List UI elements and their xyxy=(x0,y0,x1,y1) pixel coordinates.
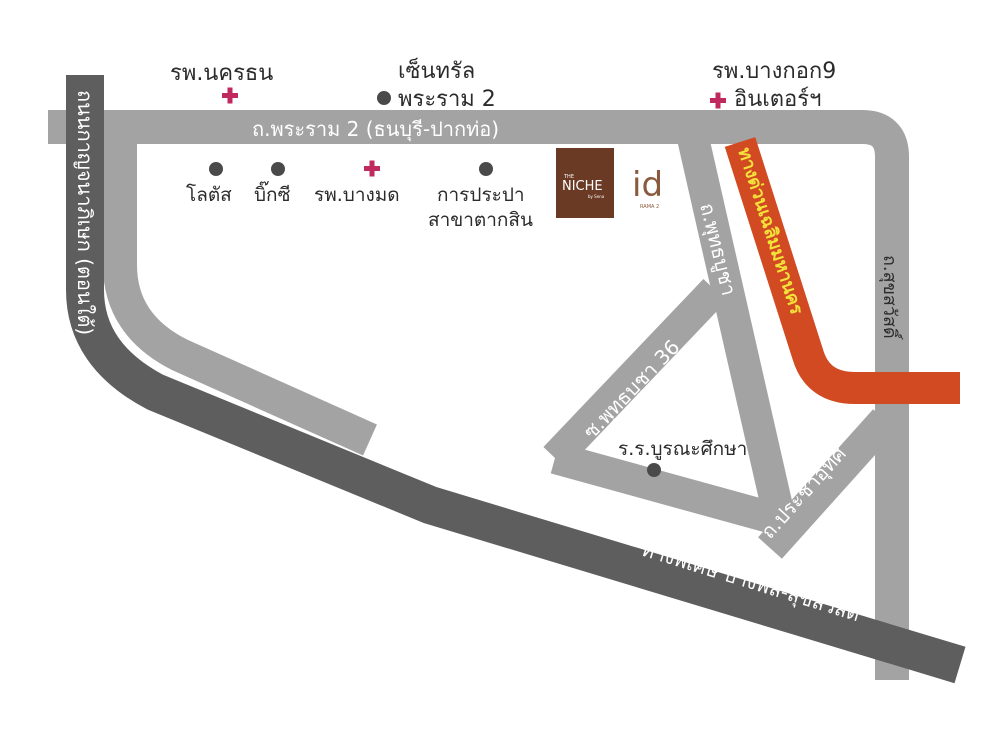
the-niche-logo: THE NICHE by Sena xyxy=(556,148,614,218)
id-logo-sub: RAMA 2 xyxy=(640,204,659,210)
hospital-cross-icon xyxy=(222,87,238,104)
poi-dot-icon xyxy=(479,162,493,176)
outer-ring-label: ถนนกาญจนาภิเษก (ตอนใต้) xyxy=(73,90,97,335)
nakornthon-hospital-label: รพ.นครธน xyxy=(170,61,273,86)
rama2-label: ถ.พระราม 2 (ธนบุรี-ปากท่อ) xyxy=(252,117,499,142)
poi-dot-icon xyxy=(377,91,391,105)
poi-dot-icon xyxy=(209,162,223,176)
id-logo: id RAMA 2 xyxy=(632,165,663,210)
suksawat-label: ถ.สุขสวัสดิ์ xyxy=(879,255,904,341)
niche-logo-sub: by Sena xyxy=(588,194,605,199)
lotus-label: โลตัส xyxy=(186,183,232,206)
school-label: ร.ร.บูรณะศึกษา xyxy=(618,438,747,460)
waterworks-label-line2: สาขาตากสิน xyxy=(428,209,533,231)
bangmod-hospital-label: รพ.บางมด xyxy=(314,184,400,206)
bangkok9-label-line1: รพ.บางกอก9 xyxy=(712,59,836,84)
rama2-road[interactable] xyxy=(48,110,909,680)
bigc-label: บิ๊กซี xyxy=(254,181,291,206)
bangkok9-label-line2: อินเตอร์ฯ xyxy=(734,87,821,112)
niche-logo-small: THE xyxy=(563,174,574,180)
hospital-cross-icon xyxy=(364,160,380,177)
hospital-cross-icon xyxy=(710,92,726,109)
pracha-uthit-road[interactable] xyxy=(758,409,897,559)
soi-phutthabucha-36-label: ซ.พุทธบูชา 36 xyxy=(578,335,685,444)
soi-phutthabucha-36-road[interactable] xyxy=(543,278,727,470)
poi-dot-icon xyxy=(647,463,661,477)
id-logo-mark: id xyxy=(632,165,663,205)
niche-logo-name: NICHE xyxy=(562,179,603,194)
school-connector-road xyxy=(550,442,785,536)
expressway-road[interactable] xyxy=(724,137,960,404)
phutthabucha-road[interactable] xyxy=(674,121,796,524)
outer-ring-road[interactable] xyxy=(66,75,966,684)
central-label-line2: พระราม 2 xyxy=(398,87,496,112)
waterworks-label-line1: การประปา xyxy=(437,184,525,206)
central-label-line1: เซ็นทรัล xyxy=(398,56,475,84)
rama2-inner-curve[interactable] xyxy=(103,130,377,456)
poi-dot-icon xyxy=(271,162,285,176)
